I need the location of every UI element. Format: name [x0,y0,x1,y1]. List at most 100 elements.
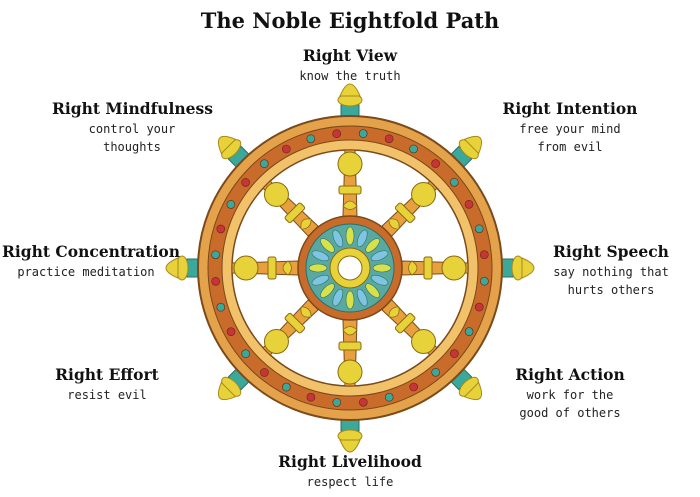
hub-petal [308,263,328,273]
diagram-title: The Noble Eightfold Path [200,8,500,33]
rim-gem [409,382,419,392]
label-right-effort: Right Effort resist evil [32,365,182,404]
pommel-tip [217,381,237,401]
rim-gem [332,398,342,407]
wheel-spoke [262,299,319,356]
label-right-action: Right Action work for the good of others [495,365,645,422]
rim-gem [306,392,316,402]
spoke-leaf [300,218,312,230]
spoke-collar [284,312,306,334]
pommel-tip [339,439,361,453]
hub-petal [320,283,335,298]
pommel-tip [463,381,483,401]
label-right-concentration: Right Concentration practice meditation [2,242,180,281]
spoke-knob [263,181,289,207]
wheel-spoke [381,180,438,237]
rim-gem [464,327,474,336]
spoke-leaf [342,326,358,336]
path-desc: free your mind from evil [519,122,621,154]
spoke-collar [284,202,306,224]
rim-gem [306,134,316,144]
rim-gem [384,392,394,402]
hub-petal [356,229,368,248]
wheel-pommel [449,367,483,401]
hub-petal [332,229,344,248]
wheel-spoke [401,255,469,281]
path-name: Right Mindfulness [52,99,213,118]
path-name: Right Concentration [2,242,180,261]
path-name: Right View [302,46,398,65]
label-right-intention: Right Intention free your mind from evil [495,99,645,156]
rim-gem [431,368,440,377]
dharma-wheel-illustration [165,83,535,453]
hub-petal [345,290,355,310]
rim-gem [282,382,291,392]
spoke-knob [337,151,363,177]
rim-gem [431,159,440,168]
spoke-collar [394,312,416,334]
spoke-knob [441,255,467,281]
rim-gem [211,277,220,286]
path-desc: practice meditation [17,265,155,279]
pommel-tip [217,135,237,155]
rim-gem [480,250,489,260]
wheel-spoke [337,149,363,217]
rim-gem [241,178,250,187]
rim-gem [226,327,236,337]
spoke-collar [267,256,277,280]
spoke-knob [411,329,437,355]
rim-gem [282,144,291,154]
wheel-pommel [449,135,483,169]
rim-gem [260,159,269,168]
path-name: Right Intention [502,99,638,118]
path-desc: say nothing that hurts others [553,265,669,297]
pommel-tip [339,83,361,97]
rim-gem [241,349,250,358]
rim-gem [464,200,474,209]
spoke-collar [394,202,416,224]
path-name: Right Livelihood [278,452,422,471]
hub-petal [372,263,392,273]
rim-gem [332,129,342,138]
rim-gem [359,398,368,407]
pommel-tip [165,257,179,279]
hub-petal [370,274,389,286]
path-desc: respect life [306,475,394,489]
rim-gem [260,368,269,377]
hub-petal [370,250,389,262]
wheel-spoke [337,319,363,387]
spoke-leaf [408,260,418,276]
hub-petal [365,283,380,298]
spoke-leaf [388,218,400,230]
rim-gem [226,200,236,209]
pommel-tip [521,257,535,279]
rim-gem [216,302,226,312]
wheel-pommel [217,135,251,169]
hub-center [337,255,363,281]
wheel-spoke [262,180,319,237]
path-desc: work for the good of others [519,388,621,420]
hub-petal [332,288,344,307]
wheel-pommel [217,367,251,401]
label-right-livelihood: Right Livelihood respect life [263,452,437,491]
path-name: Right Speech [553,242,669,261]
label-right-view: Right View know the truth [275,46,425,85]
rim-gem [450,349,459,358]
path-name: Right Effort [55,365,159,384]
spoke-collar [338,185,362,195]
hub-petal [345,226,355,246]
rim-gem [480,276,489,286]
spoke-leaf [282,260,292,276]
rim-gem [450,178,459,187]
pommel-tip [463,135,483,155]
label-right-speech: Right Speech say nothing that hurts othe… [532,242,690,299]
rim-gem [211,250,220,260]
spoke-knob [263,329,289,355]
wheel-pommel [337,83,363,118]
spoke-knob [233,255,259,281]
rim-gem [409,144,418,154]
hub-petal [356,288,368,307]
hub-petal [320,238,335,253]
hub-petal [365,238,380,253]
path-name: Right Action [515,365,625,384]
